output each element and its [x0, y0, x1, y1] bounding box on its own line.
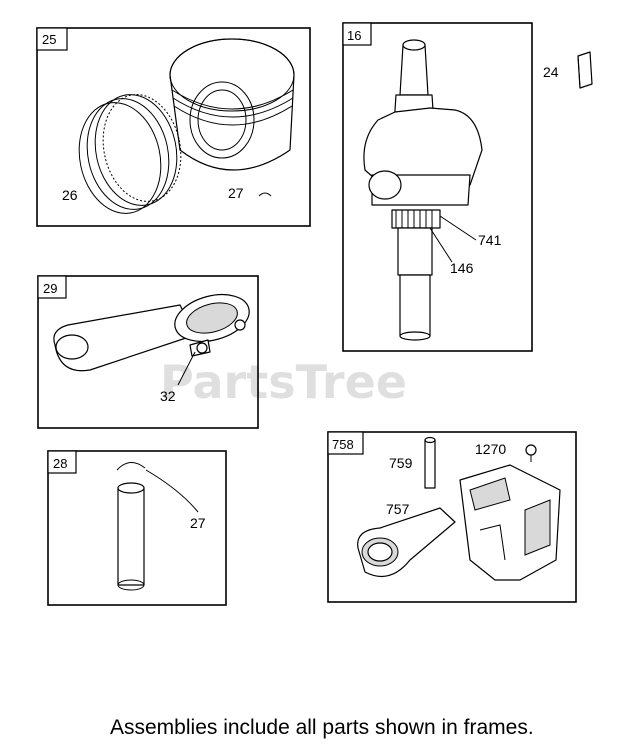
label-146: 146 — [450, 260, 474, 276]
label-24: 24 — [543, 64, 559, 80]
clip-icon — [258, 192, 272, 197]
frame-29-connecting-rod-assembly[interactable]: 29 32 — [37, 275, 259, 429]
screw-icon — [525, 444, 537, 462]
frame-758-tag: 758 — [332, 437, 354, 452]
label-32: 32 — [160, 388, 176, 404]
label-26: 26 — [62, 187, 78, 203]
governor-pin-drawing — [424, 436, 436, 489]
part-24-key[interactable]: 24 — [543, 51, 593, 89]
governor-bracket-drawing — [459, 464, 561, 581]
label-759: 759 — [389, 455, 413, 471]
frame-758-governor-assembly[interactable]: 758 759 1270 757 — [327, 431, 577, 603]
piston-pin-drawing — [116, 462, 146, 591]
watermark-text: PartsTree — [160, 355, 407, 409]
frame-25-piston-assembly[interactable]: 25 26 27 — [36, 27, 311, 227]
label-757: 757 — [386, 501, 410, 517]
frame-16-crankshaft-assembly[interactable]: 16 741 146 — [342, 22, 533, 352]
governor-arm-drawing — [357, 507, 456, 578]
frame-25-tag: 25 — [42, 32, 56, 47]
frame-29-tag: 29 — [43, 281, 57, 296]
frame-16-tag: 16 — [347, 28, 361, 43]
frame-28-tag: 28 — [53, 456, 67, 471]
crankshaft-drawing — [363, 39, 483, 341]
label-1270: 1270 — [475, 441, 506, 457]
footer-note: Assemblies include all parts shown in fr… — [110, 716, 534, 739]
piston-rings-drawing — [78, 94, 182, 214]
frame-28-piston-pin-assembly[interactable]: 28 27 — [47, 450, 227, 606]
label-27-top: 27 — [228, 185, 244, 201]
label-27-bottom: 27 — [190, 515, 206, 531]
piston-drawing — [169, 38, 295, 171]
label-741: 741 — [478, 232, 502, 248]
